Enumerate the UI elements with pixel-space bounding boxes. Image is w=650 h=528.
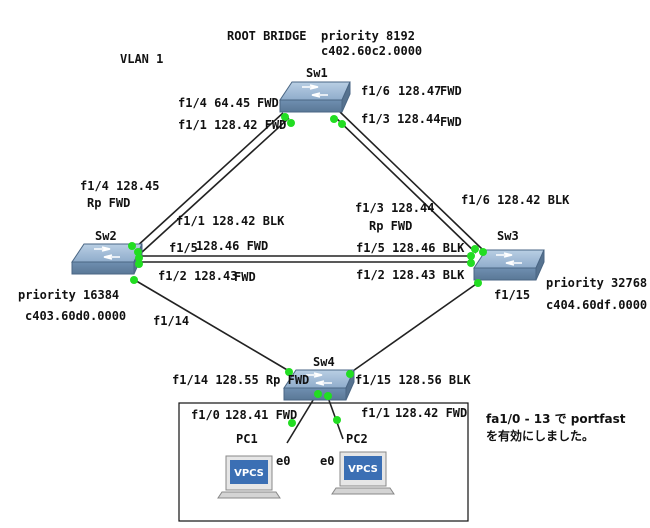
sw3-f115-label: f1/15 bbox=[494, 288, 530, 302]
port-dot-sw3-f13 bbox=[479, 248, 487, 256]
sw1-priority: priority 8192 bbox=[321, 29, 415, 43]
portfast-note-line2: を有効にしました。 bbox=[486, 428, 594, 443]
port-dot-sw3-f12 bbox=[467, 259, 475, 267]
links bbox=[132, 111, 483, 444]
sw1-mac: c402.60c2.0000 bbox=[321, 44, 422, 58]
sw4-f115-label: f1/15 128.56 BLK bbox=[355, 373, 471, 387]
sw1-f13-label: f1/3 128.44 bbox=[361, 112, 440, 126]
port-dot-sw4-f11 bbox=[324, 392, 332, 400]
pc1-iface: e0 bbox=[276, 454, 290, 468]
pc2-iface: e0 bbox=[320, 454, 334, 468]
pc2-screen-label: VPCS bbox=[348, 464, 378, 475]
port-dot-sw1-f11 bbox=[287, 119, 295, 127]
portfast-note-line1: fa1/0 - 13 で portfast bbox=[486, 412, 626, 426]
link-sw1-sw2-b bbox=[140, 117, 290, 254]
port-dot-sw2-f11 bbox=[134, 248, 142, 256]
link-sw1-sw3-b bbox=[339, 111, 483, 250]
sw4-name: Sw4 bbox=[313, 355, 335, 369]
sw2-f14-role: Rp FWD bbox=[87, 196, 130, 210]
sw1-f11-label: f1/1 128.42 FWD bbox=[178, 118, 286, 132]
port-dot-sw3-f15 bbox=[467, 252, 475, 260]
sw1-f16-label: f1/6 bbox=[361, 84, 390, 98]
sw4-f10-val: 128.41 FWD bbox=[225, 408, 297, 422]
port-dot-sw4-f115 bbox=[346, 370, 354, 378]
port-dot-sw2-f14 bbox=[128, 242, 136, 250]
sw2-f114-label: f1/14 bbox=[153, 314, 189, 328]
port-dot-sw1-f14 bbox=[281, 113, 289, 121]
pc1-screen-label: VPCS bbox=[234, 468, 264, 479]
port-dot-sw2-f114 bbox=[130, 276, 138, 284]
sw2-priority: priority 16384 bbox=[18, 288, 119, 302]
sw3-f12-label: f1/2 128.43 BLK bbox=[356, 268, 465, 282]
sw3-f13-role: Rp FWD bbox=[369, 219, 412, 233]
sw4-f11-label: f1/1 bbox=[361, 406, 390, 420]
sw4-f114-label: f1/14 128.55 Rp FWD bbox=[172, 373, 309, 387]
sw3-mac: c404.60df.0000 bbox=[546, 298, 647, 312]
sw1-name: Sw1 bbox=[306, 66, 328, 80]
pc-enclosure-box bbox=[178, 402, 469, 522]
sw3-name: Sw3 bbox=[497, 229, 519, 243]
port-dot-sw1-f16 bbox=[330, 115, 338, 123]
pc1-icon[interactable]: VPCS bbox=[217, 455, 281, 499]
sw3-priority: priority 32768 bbox=[546, 276, 647, 290]
sw1-f13-state: FWD bbox=[440, 115, 462, 129]
port-dot-sw2-f15 bbox=[135, 254, 143, 262]
sw1-f14-label: f1/4 64.45 bbox=[178, 96, 250, 110]
port-dot-sw2-f12 bbox=[135, 260, 143, 268]
port-dot-pc2-e0 bbox=[333, 416, 341, 424]
root-bridge-label: ROOT BRIDGE bbox=[227, 29, 306, 43]
sw2-mac: c403.60d0.0000 bbox=[25, 309, 126, 323]
sw2-f11-label: f1/1 128.42 BLK bbox=[176, 214, 285, 228]
sw2-f14-label: f1/4 128.45 bbox=[80, 179, 159, 193]
sw3-f15-label: f1/5 128.46 BLK bbox=[356, 241, 465, 255]
sw3-f13-label: f1/3 128.44 bbox=[355, 201, 434, 215]
port-dot-pc1-e0 bbox=[288, 419, 296, 427]
port-dots bbox=[128, 113, 487, 427]
pc2-name: PC2 bbox=[346, 432, 368, 446]
pc2-icon[interactable]: VPCS bbox=[331, 451, 395, 495]
sw3-f16-label: f1/6 128.42 BLK bbox=[461, 193, 570, 207]
sw4-f10-label: f1/0 bbox=[191, 408, 220, 422]
sw2-f15-name: f1/5 bbox=[169, 241, 198, 255]
sw1-f16-val: 128.47 bbox=[398, 84, 441, 98]
sw4-f11-val: 128.42 FWD bbox=[395, 406, 467, 420]
port-dot-sw4-f114 bbox=[285, 368, 293, 376]
sw1-f14-state: FWD bbox=[257, 96, 279, 110]
port-dot-sw3-f115 bbox=[474, 279, 482, 287]
link-sw1-sw2-a bbox=[134, 112, 284, 249]
sw2-f12-state: FWD bbox=[234, 270, 256, 284]
switch-sw1-icon[interactable] bbox=[279, 81, 351, 113]
port-dot-sw4-f10 bbox=[314, 390, 322, 398]
port-dot-sw3-f16 bbox=[471, 245, 479, 253]
sw1-f16-state: FWD bbox=[440, 84, 462, 98]
sw2-f15-label: 128.46 FWD bbox=[196, 239, 268, 253]
sw2-f12-label: f1/2 128.43 bbox=[158, 269, 237, 283]
vlan-label: VLAN 1 bbox=[120, 52, 163, 66]
pc1-name: PC1 bbox=[236, 432, 258, 446]
sw2-name: Sw2 bbox=[95, 229, 117, 243]
link-sw2-sw4 bbox=[132, 278, 290, 372]
port-dot-sw1-f13 bbox=[338, 120, 346, 128]
link-sw3-sw4 bbox=[349, 281, 480, 374]
link-sw1-sw3-a bbox=[333, 115, 477, 254]
